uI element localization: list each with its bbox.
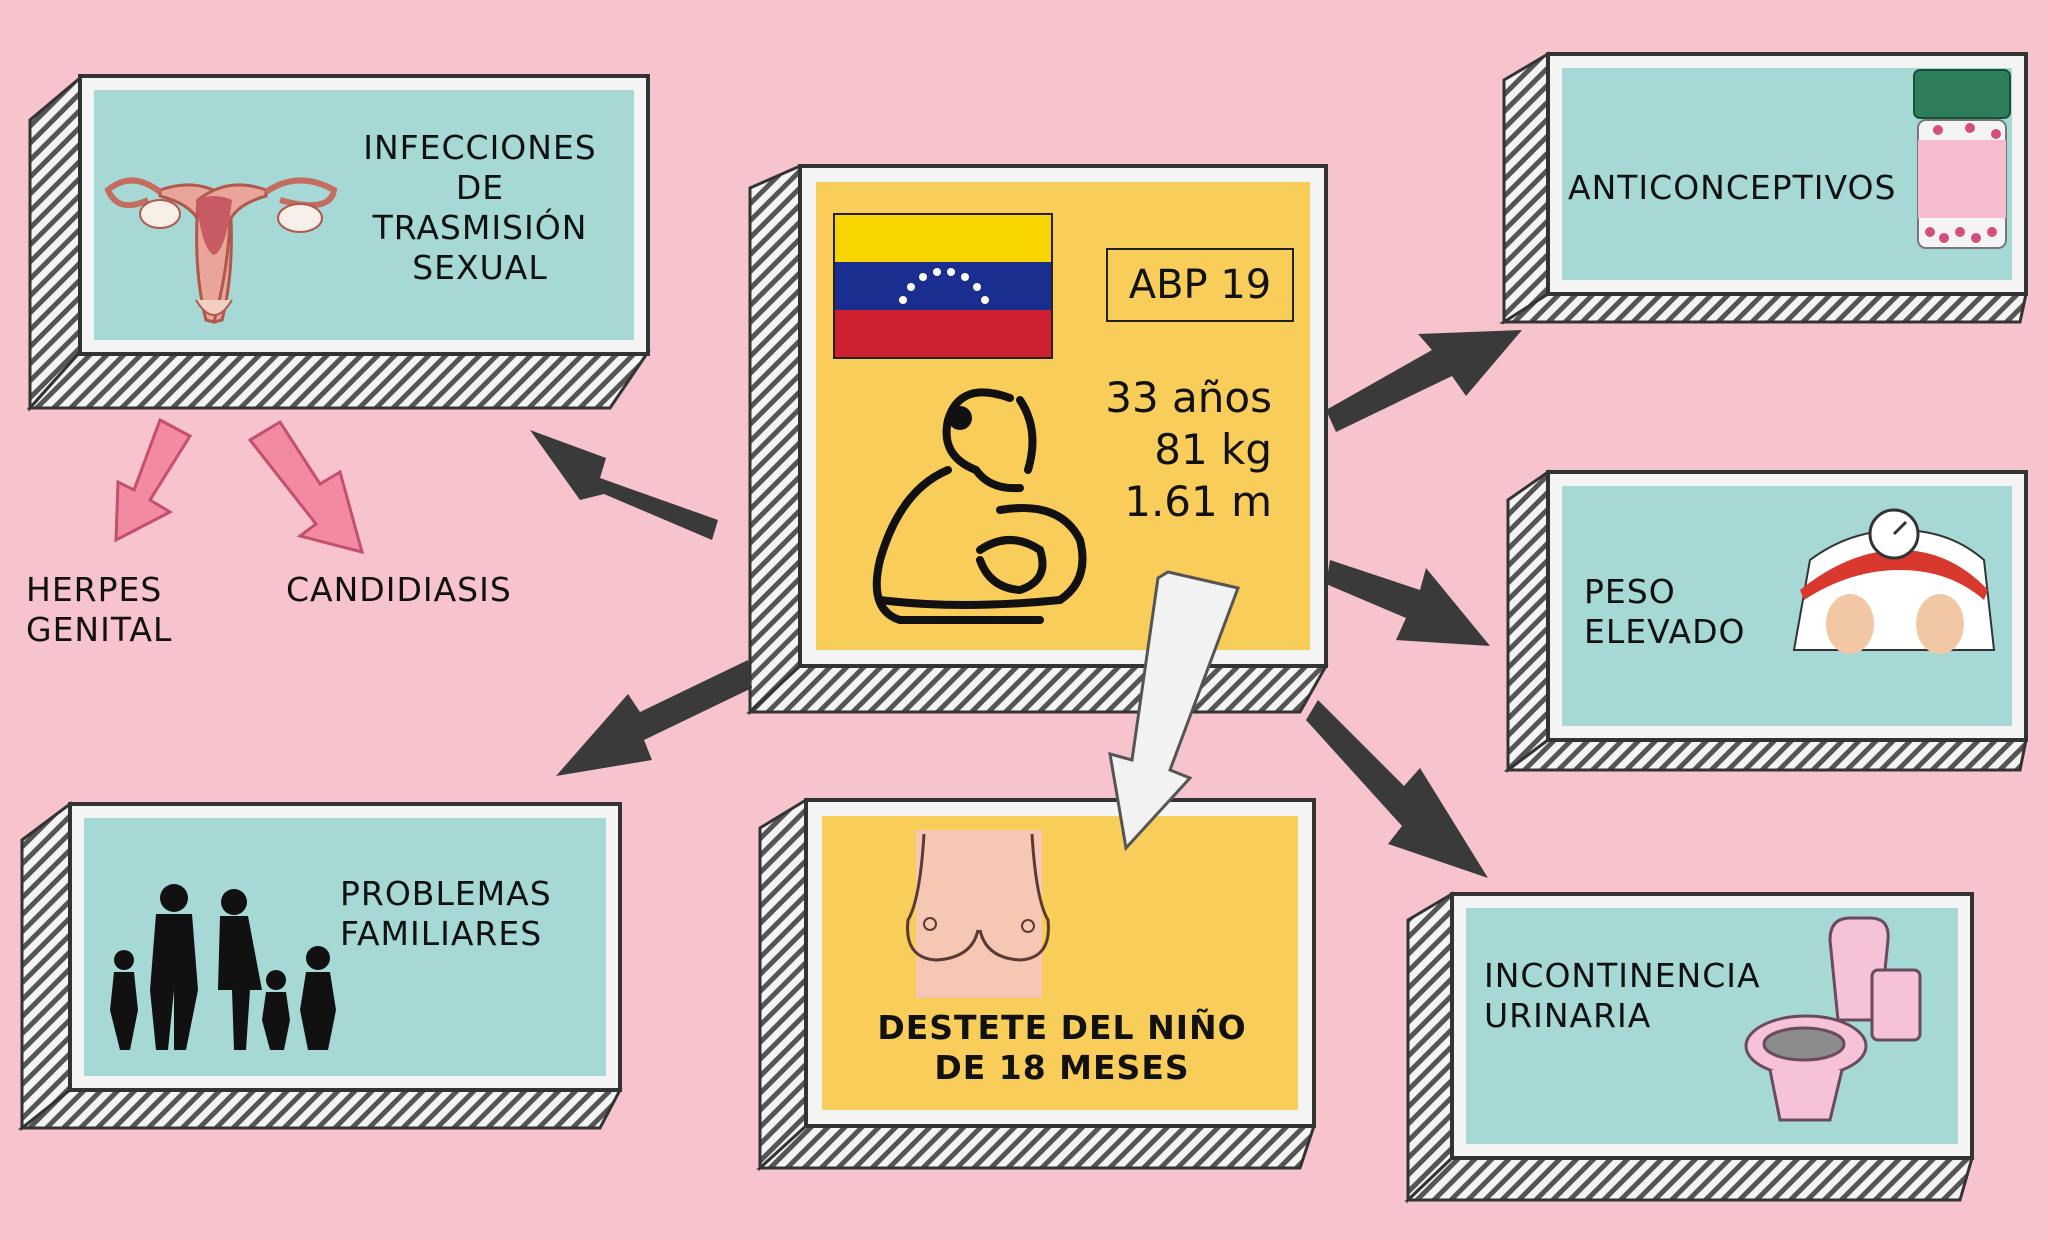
arrow-to-contraceptives bbox=[1326, 330, 1522, 432]
arrow-to-candidiasis bbox=[247, 419, 365, 555]
arrow-to-incontinence bbox=[1306, 700, 1488, 878]
box-weaning-label: DESTETE DEL NIÑO DE 18 MESES bbox=[877, 1008, 1247, 1087]
box-incontinence-label: INCONTINENCIA URINARIA bbox=[1484, 956, 1761, 1035]
breastfeeding-mother-icon bbox=[872, 388, 1087, 624]
venezuela-flag-icon bbox=[833, 213, 1053, 359]
candidiasis-label: CANDIDIASIS bbox=[286, 570, 512, 609]
box-weight-label: PESO ELEVADO bbox=[1584, 572, 1746, 651]
box-weaning bbox=[756, 797, 1317, 1172]
box-contraceptives-label: ANTICONCEPTIVOS bbox=[1568, 168, 1897, 207]
arrow-to-herpes bbox=[114, 417, 193, 543]
box-family-label: PROBLEMAS FAMILIARES bbox=[340, 874, 552, 953]
breast-icon bbox=[906, 830, 1050, 998]
toilet-icon bbox=[1744, 916, 1922, 1122]
patient-stats: 33 años 81 kg 1.61 m bbox=[1105, 373, 1272, 526]
scale-icon bbox=[1792, 508, 1996, 654]
arrow-to-weaning bbox=[1108, 570, 1241, 852]
arrow-to-sti bbox=[530, 430, 718, 540]
box-sti-label: INFECCIONES DE TRASMISIÓN SEXUAL bbox=[363, 128, 597, 287]
arrow-to-family bbox=[556, 660, 752, 776]
uterus-icon bbox=[104, 177, 338, 324]
case-tag: ABP 19 bbox=[1106, 248, 1294, 322]
pill-bottle-icon bbox=[1913, 69, 2011, 249]
herpes-label: HERPES GENITAL bbox=[26, 570, 173, 649]
family-silhouette-icon bbox=[110, 884, 336, 1050]
box-sti bbox=[26, 74, 651, 412]
arrow-to-weight bbox=[1326, 560, 1490, 646]
